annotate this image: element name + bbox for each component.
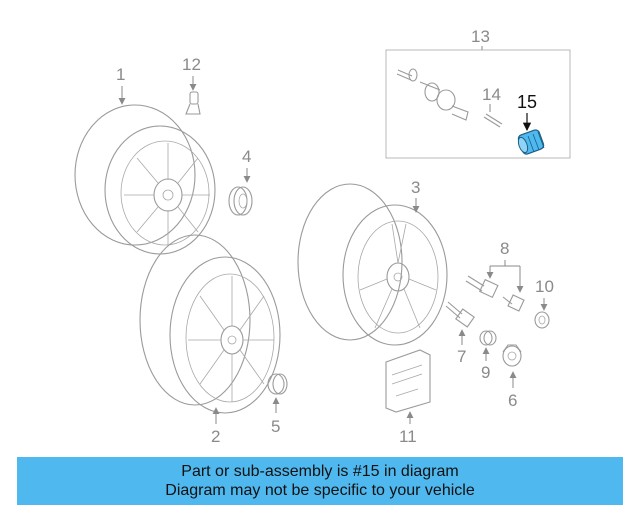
cap-nut-10[interactable] (534, 311, 550, 329)
callout-9: 9 (481, 363, 490, 382)
valve-stem-13[interactable] (396, 68, 469, 121)
callout-15: 15 (517, 92, 537, 112)
callout-10: 10 (535, 277, 554, 296)
callout-8: 8 (500, 239, 509, 258)
hub-cap-4[interactable] (228, 186, 253, 216)
valve-core-14[interactable] (483, 113, 503, 128)
callout-2: 2 (211, 427, 220, 446)
valve-cap-15[interactable] (517, 129, 545, 155)
nut-9[interactable] (479, 330, 497, 346)
info-banner: Part or sub-assembly is #15 in diagram D… (17, 457, 623, 505)
callout-4: 4 (242, 147, 251, 166)
callout-1: 1 (116, 65, 125, 84)
wheel-2[interactable] (139, 234, 281, 414)
callout-3: 3 (411, 178, 420, 197)
banner-line-1: Part or sub-assembly is #15 in diagram (181, 463, 459, 480)
bolt-7[interactable] (445, 301, 475, 328)
label-plate-11[interactable] (385, 349, 431, 413)
callout-6: 6 (508, 391, 517, 410)
parts-diagram: 1 2 3 4 (74, 27, 571, 446)
callout-7: 7 (457, 347, 466, 366)
callout-11: 11 (399, 427, 417, 446)
callout-13: 13 (471, 27, 490, 46)
callout-5: 5 (271, 417, 280, 436)
center-cap-5[interactable] (267, 373, 288, 395)
wheel-1[interactable] (74, 104, 216, 255)
banner-line-2: Diagram may not be specific to your vehi… (165, 482, 475, 499)
callout-12: 12 (182, 55, 201, 74)
lug-bolt-8[interactable] (465, 275, 525, 312)
sensor-12[interactable] (185, 91, 201, 115)
lock-6[interactable] (502, 344, 522, 367)
assembly-box-13 (385, 49, 571, 159)
callout-14: 14 (482, 85, 501, 104)
wheel-3[interactable] (297, 183, 448, 346)
